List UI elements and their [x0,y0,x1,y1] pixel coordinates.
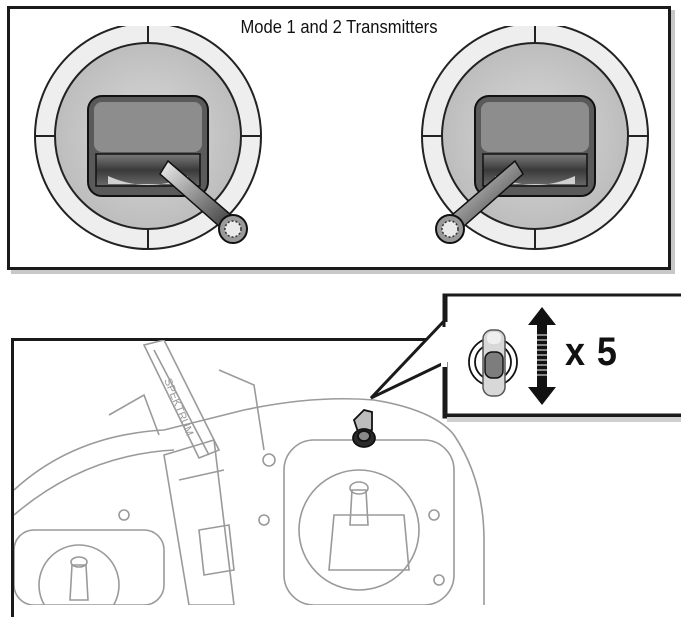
left-gimbal-illustration [34,26,262,250]
right-gimbal-illustration [421,26,649,250]
callout-shadow [447,417,681,422]
repeat-count-label: x 5 [565,330,618,374]
panel-title: Mode 1 and 2 Transmitters [240,17,438,37]
transmitter-view-panel [11,338,681,617]
transmitter-illustration: SPEKTRUM [14,340,485,605]
up-down-arrow-icon [528,307,556,405]
switch-detail-icon [468,329,518,397]
